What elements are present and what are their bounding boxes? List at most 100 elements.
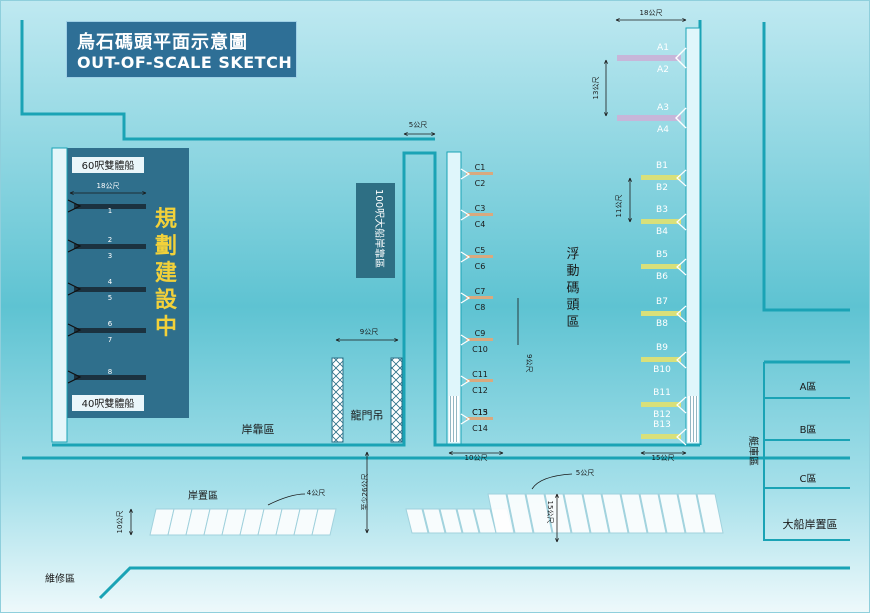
planned-status-char: 中 xyxy=(155,315,177,340)
boat-shed-label: 艇庫區 xyxy=(747,436,760,466)
dim-arrow-26m-head xyxy=(365,529,369,534)
storage-slot-long xyxy=(582,493,610,534)
dim-arrow-10m-slot-head xyxy=(129,508,133,513)
large-berth-label: 100呎大船岸靠區 xyxy=(373,189,386,268)
a-berth-label: A3 xyxy=(657,103,669,113)
b-finger-brace xyxy=(676,169,687,187)
planned-berth-number: 8 xyxy=(108,368,112,376)
dim-arrow-13m-head xyxy=(604,112,608,117)
storage-slot-short xyxy=(405,508,429,534)
floating-dock-char: 浮 xyxy=(566,247,579,262)
dim-arrow-10m-head xyxy=(448,451,453,455)
large-boat-storage-label: 大船岸置區 xyxy=(783,517,838,531)
planned-status-char: 設 xyxy=(155,287,178,313)
dim-arrow-crane-head xyxy=(394,338,399,342)
crane-rail-left xyxy=(331,357,344,443)
dim-9m-crane: 9公尺 xyxy=(360,328,378,336)
c-berth-label: C8 xyxy=(475,303,486,312)
storage-slot-long xyxy=(525,493,553,534)
storage-slot-long xyxy=(563,493,591,534)
b-finger-brace xyxy=(676,351,687,369)
c-finger xyxy=(466,172,493,175)
a-finger xyxy=(617,55,681,61)
planned-berth-number: 6 xyxy=(108,320,113,328)
c-berth-label: C14 xyxy=(472,424,488,433)
dim-26m-road: 至少26公尺 xyxy=(361,474,369,511)
storage-slot-long xyxy=(620,493,648,534)
planned-berth-number: 7 xyxy=(108,336,112,344)
coastline xyxy=(20,20,850,600)
shore-storage-label: 岸置區 xyxy=(188,490,218,502)
c-dock-spine xyxy=(446,151,462,445)
planned-finger-brace xyxy=(67,199,82,213)
dim-arrow-10m-slot xyxy=(129,508,133,536)
dim-5m-slot: 5公尺 xyxy=(576,469,594,477)
planned-finger xyxy=(74,287,146,292)
storage-slot-long xyxy=(506,493,534,534)
c-berth-label: C1 xyxy=(475,163,486,172)
dim-15m-slot: 15公尺 xyxy=(546,501,554,524)
dim-4m-slot: 4公尺 xyxy=(307,489,325,497)
a-berth-label: A1 xyxy=(657,43,669,53)
dim-5m-pier: 5公尺 xyxy=(409,121,427,129)
dim-arrow-18m-a xyxy=(615,18,687,22)
storage-grid xyxy=(763,362,850,541)
large-berth-box xyxy=(356,183,395,278)
planned-finger-brace xyxy=(67,282,82,296)
gantry-crane-label: 龍門吊 xyxy=(351,408,384,422)
planned-berth-number: 3 xyxy=(108,252,112,260)
dim-10m-slot: 10公尺 xyxy=(116,511,124,534)
storage-slot-long xyxy=(639,493,667,534)
b-berth-label: B8 xyxy=(656,319,668,329)
dim-4m-leader xyxy=(267,493,306,506)
c-berth-label: C4 xyxy=(475,220,486,229)
b-finger xyxy=(641,175,681,180)
dim-5m-leader xyxy=(531,473,573,490)
b-berth-label: B10 xyxy=(653,365,671,375)
map-title: 烏石碼頭平面示意圖 xyxy=(77,32,248,53)
dim-arrow-18m-left-head xyxy=(142,191,147,195)
ab-dock-spine xyxy=(685,27,701,445)
crane-rail-right xyxy=(390,357,403,443)
b-finger xyxy=(641,311,681,316)
dim-arrow-15m-head xyxy=(640,451,645,455)
ab-dock-ramp xyxy=(688,396,698,442)
top-label-bg xyxy=(72,157,144,173)
maintenance-label: 維修區 xyxy=(45,572,75,585)
c-finger xyxy=(466,417,493,420)
c-finger-brace xyxy=(460,168,471,180)
floating-dock-char: 頭 xyxy=(566,298,579,313)
dim-arrow-10m-slot-head xyxy=(129,531,133,536)
c-finger xyxy=(466,255,493,258)
c-berth-label: C3 xyxy=(475,204,486,213)
storage-slot-short xyxy=(456,508,480,534)
c-berth-label: C11 xyxy=(472,370,488,379)
title-box: 烏石碼頭平面示意圖 OUT-OF-SCALE SKETCH xyxy=(66,21,297,78)
b-berth-label: B11 xyxy=(653,388,671,398)
planned-finger-brace xyxy=(67,323,82,337)
zone-a-label: A區 xyxy=(800,381,817,393)
c-finger xyxy=(466,213,493,216)
b-finger xyxy=(641,264,681,269)
dim-13m-a: 13公尺 xyxy=(592,77,600,100)
zone-c-label: C區 xyxy=(800,473,817,485)
planned-berth-number: 5 xyxy=(108,294,112,302)
planned-finger-brace xyxy=(67,370,82,384)
c-berth-label: C12 xyxy=(472,386,488,395)
dim-arrow-15m xyxy=(640,451,687,455)
b-finger-brace xyxy=(676,258,687,276)
c-finger xyxy=(466,338,493,341)
b-finger-brace xyxy=(676,305,687,323)
dim-arrow-26m xyxy=(365,451,369,534)
b-berth-label: B9 xyxy=(656,343,668,353)
b-finger xyxy=(641,357,681,362)
c-berth-label: C10 xyxy=(472,345,488,354)
dim-18m-left: 18公尺 xyxy=(97,182,120,190)
b-berth-label: B12 xyxy=(653,410,671,420)
planned-berth-number: 1 xyxy=(108,207,112,215)
planned-finger xyxy=(74,204,146,209)
zone-b-label: B區 xyxy=(800,424,817,436)
dim-9m-pitch: 9公尺 xyxy=(525,354,533,372)
planned-berth-number: 4 xyxy=(108,278,113,286)
c-finger-brace xyxy=(460,334,471,346)
